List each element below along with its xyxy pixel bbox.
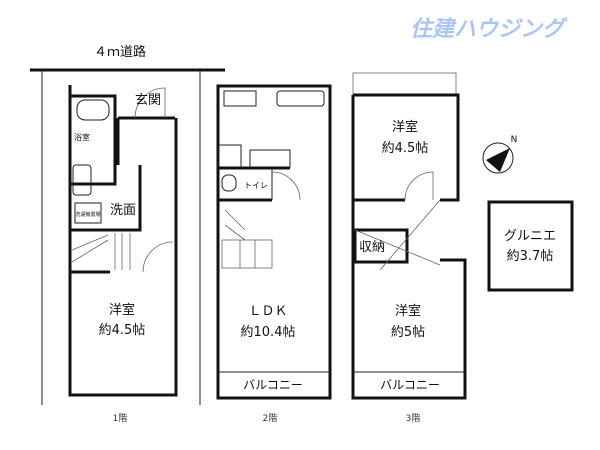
floor-label: 2階 — [263, 413, 278, 424]
compass-icon: N — [482, 135, 518, 174]
floor-2: トイレ ＬＤＫ 約10.4帖 バルコニー 2階 — [216, 84, 332, 424]
stove-icon — [223, 90, 257, 107]
room2-size: 約5帖 — [391, 325, 425, 340]
stairs — [71, 233, 131, 270]
toilet-icon — [221, 174, 237, 192]
bath-label: 浴室 — [74, 132, 90, 142]
loft: グルニエ 約3.7帖 — [487, 200, 574, 292]
floor-label: 1階 — [113, 413, 128, 424]
road-label: ４ｍ道路 — [94, 44, 146, 60]
company-logo: 住建ハウジング — [410, 16, 568, 42]
balcony-label: バルコニー — [243, 378, 303, 392]
room1-name: 洋室 — [392, 119, 418, 135]
loft-size: 約3.7帖 — [507, 249, 554, 264]
kitchen-sink-icon — [276, 90, 325, 107]
washer-label: 洗濯機置場 — [75, 211, 100, 218]
room-name: 洋室 — [109, 302, 135, 318]
floor-label: 3階 — [406, 413, 421, 424]
room-name: ＬＤＫ — [248, 304, 287, 319]
stairs — [221, 209, 273, 269]
floor-1: 浴室 玄関 洗濯機置場 洗面 洋室 約4.5帖 1階 — [41, 70, 201, 424]
toilet-label: トイレ — [244, 181, 268, 190]
balcony-label: バルコニー — [380, 378, 440, 392]
washroom-label: 洗面 — [110, 203, 136, 218]
floor-3: 洋室 約4.5帖 収納 洋室 約5帖 バルコニー 3階 — [351, 72, 467, 424]
room2-name: 洋室 — [395, 303, 421, 319]
entrance-label: 玄関 — [135, 93, 161, 108]
entrance-door[interactable] — [134, 87, 166, 119]
room-size: 約4.5帖 — [99, 323, 146, 338]
bathtub-icon — [76, 99, 110, 121]
loft-name: グルニエ — [504, 229, 556, 244]
washer-space — [74, 202, 102, 224]
north-label: N — [511, 135, 518, 145]
sink-icon — [72, 164, 92, 196]
room1-size: 約4.5帖 — [382, 141, 429, 156]
storage-label: 収納 — [359, 240, 385, 255]
room-size: 約10.4帖 — [241, 325, 296, 340]
